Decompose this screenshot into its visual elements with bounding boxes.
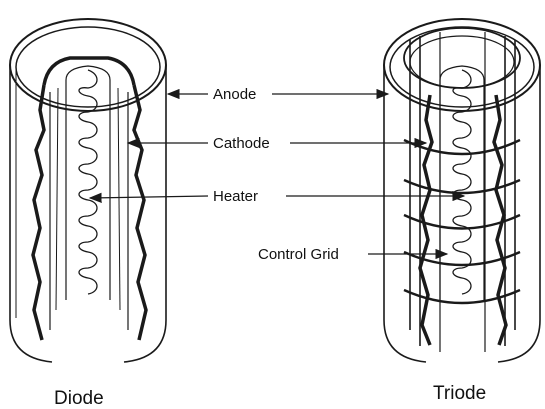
control-grid-label: Control Grid (258, 246, 339, 263)
triode-tube (384, 19, 540, 362)
cathode-label: Cathode (213, 135, 270, 152)
diode-caption: Diode (54, 388, 104, 409)
heater-leaders (90, 196, 464, 198)
diode-heater (79, 70, 97, 294)
triode-heater (453, 70, 471, 294)
diode-tube (10, 19, 166, 362)
heater-label: Heater (213, 188, 258, 205)
anode-label: Anode (213, 86, 256, 103)
triode-caption: Triode (433, 383, 486, 404)
